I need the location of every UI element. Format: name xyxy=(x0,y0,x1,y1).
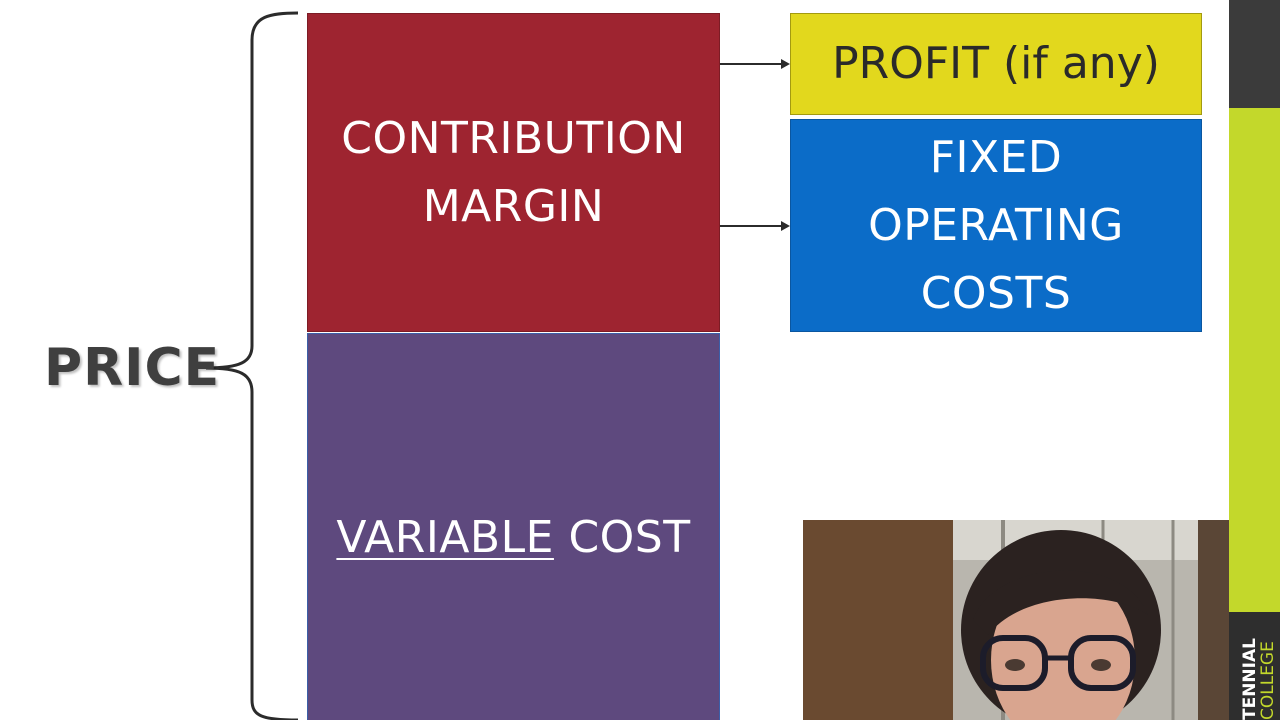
contribution-margin-line1: CONTRIBUTION xyxy=(341,112,686,164)
profit-label: PROFIT (if any) xyxy=(832,38,1160,89)
brand-top-block xyxy=(1229,0,1280,108)
logo-word-college: COLLEGE xyxy=(1258,641,1278,720)
fixed-costs-line1: FIXED xyxy=(929,131,1063,183)
contribution-margin-box: CONTRIBUTION MARGIN xyxy=(307,13,720,332)
price-brace xyxy=(205,11,299,720)
variable-cost-box: VARIABLE COST xyxy=(307,333,720,720)
brand-side-bar xyxy=(1229,0,1280,720)
college-logo xyxy=(1229,612,1280,720)
fixed-costs-line3: COSTS xyxy=(920,267,1072,319)
contribution-margin-line2: MARGIN xyxy=(422,180,605,232)
price-label: PRICE xyxy=(44,338,221,398)
variable-cost-word1: VARIABLE xyxy=(336,512,554,563)
variable-cost-word2: COST xyxy=(568,512,691,563)
webcam-frame xyxy=(803,520,1229,720)
profit-box: PROFIT (if any) xyxy=(790,13,1202,115)
webcam-video xyxy=(803,520,1229,720)
fixed-operating-costs-box: FIXED OPERATING COSTS xyxy=(790,119,1202,332)
fixed-costs-line2: OPERATING xyxy=(868,199,1124,251)
variable-cost-label: VARIABLE COST xyxy=(336,504,690,572)
logo-word-tennial: TENNIAL xyxy=(1240,638,1260,720)
arrow-to-fixed-head xyxy=(781,221,790,231)
arrow-to-profit-head xyxy=(781,59,790,69)
